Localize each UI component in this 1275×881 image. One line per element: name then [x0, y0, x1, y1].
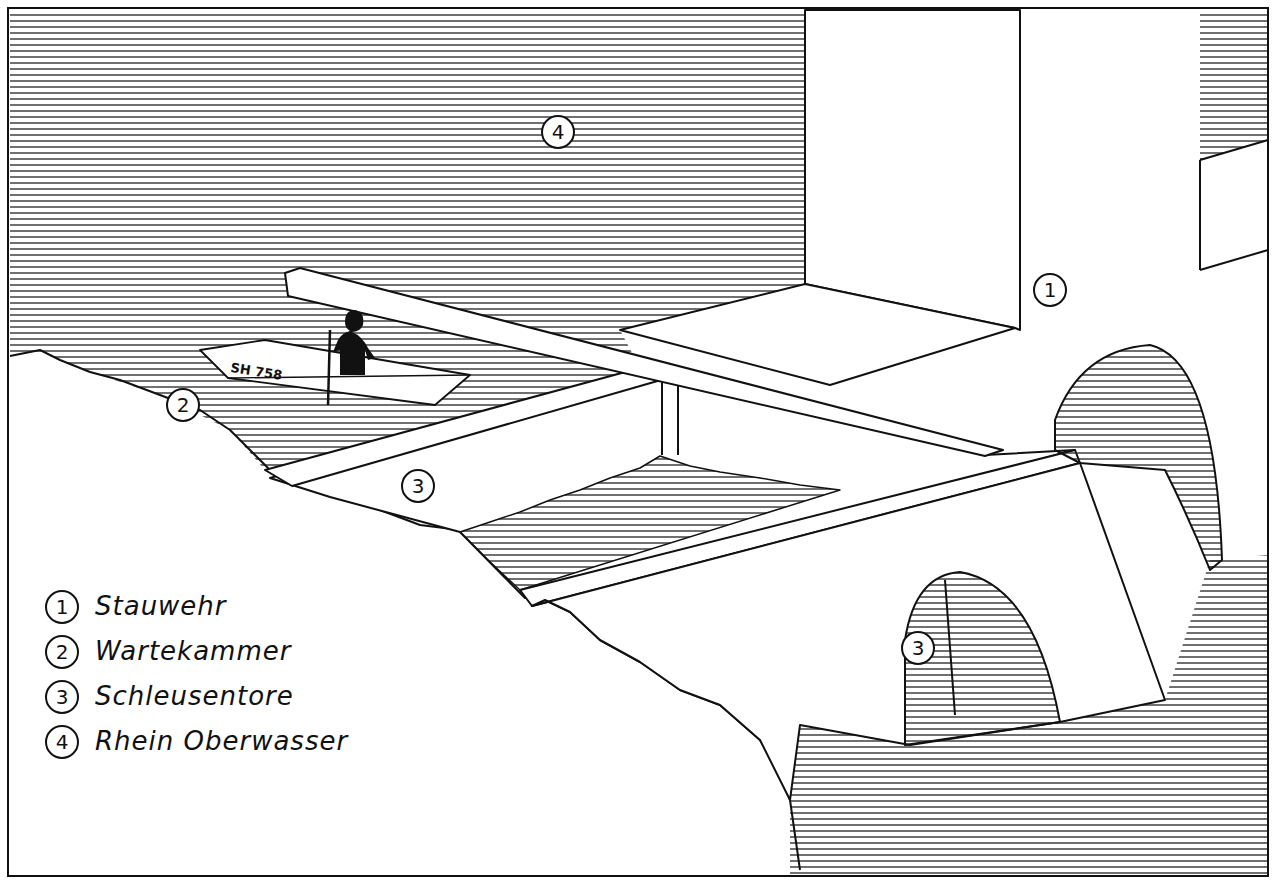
- wall-edge: [1199, 160, 1201, 270]
- wall-edge: [1200, 250, 1268, 270]
- legend-text: Stauwehr: [95, 591, 227, 621]
- person: [333, 310, 375, 375]
- gate-post: [677, 382, 679, 455]
- callout-number: 1: [45, 590, 79, 624]
- frame: [8, 8, 1268, 876]
- callout-number: 2: [45, 635, 79, 669]
- legend-text: Schleusentore: [95, 681, 294, 711]
- callout-number: 4: [45, 725, 79, 759]
- paddle: [328, 330, 330, 405]
- lower-wall: [532, 463, 1165, 800]
- legend-text: Rhein Oberwasser: [95, 726, 348, 756]
- callout-number: 4: [541, 115, 575, 149]
- right-water: [1200, 10, 1268, 160]
- callout-number: 2: [166, 388, 200, 422]
- callout-number: 3: [45, 680, 79, 714]
- legend-text: Wartekammer: [95, 636, 291, 666]
- callout-number: 3: [901, 631, 935, 665]
- wall-edge: [1200, 140, 1268, 160]
- callout-number: 3: [401, 469, 435, 503]
- callout-number: 1: [1033, 273, 1067, 307]
- arch-big: [1055, 345, 1222, 570]
- arch-gate: [945, 580, 955, 715]
- weir-wall: [805, 10, 1020, 330]
- wall-edge: [804, 10, 806, 284]
- gate-post: [661, 378, 663, 455]
